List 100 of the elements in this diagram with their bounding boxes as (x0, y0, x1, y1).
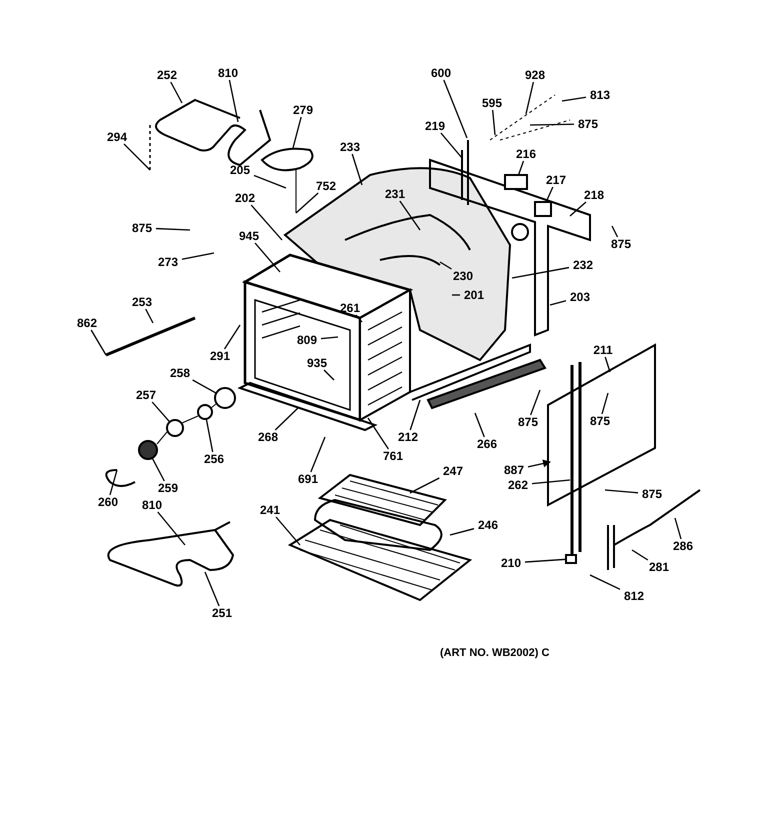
callout-number: 281 (648, 561, 670, 573)
callout-number: 813 (590, 89, 610, 101)
leader-line (124, 144, 150, 170)
leader-line (310, 436, 326, 472)
leader-line (352, 154, 363, 186)
leader-line (530, 124, 574, 126)
callout-number: 211 (593, 344, 613, 356)
part-bracket (565, 554, 577, 564)
leader-line (562, 96, 586, 102)
callout-number: 232 (572, 259, 594, 271)
callout-number: 875 (518, 416, 538, 428)
callout-number: 246 (478, 519, 498, 531)
callout-number: 809 (296, 334, 318, 346)
callout-number: 875 (642, 488, 662, 500)
part-circle (138, 440, 158, 460)
leader-line (674, 518, 682, 540)
callout-number: 273 (158, 256, 178, 268)
leader-line (399, 200, 421, 230)
leader-line (611, 226, 618, 238)
leader-line (292, 116, 302, 148)
leader-line (492, 110, 496, 136)
leader-line (532, 479, 570, 484)
leader-line (192, 379, 217, 394)
leader-line (296, 192, 319, 214)
leader-line (410, 477, 440, 494)
callout-number: 257 (136, 389, 156, 401)
callout-number: 928 (524, 69, 546, 81)
callout-number: 233 (340, 141, 360, 153)
callout-number: 294 (106, 131, 128, 143)
leader-line (228, 80, 239, 122)
callout-number: 251 (212, 607, 232, 619)
callout-number: 875 (590, 415, 610, 427)
callout-number: 268 (258, 431, 278, 443)
callout-number: 875 (610, 238, 632, 250)
callout-number: 205 (230, 164, 250, 176)
callout-number: 812 (624, 590, 644, 602)
leader-line (324, 370, 334, 380)
leader-line (601, 392, 609, 414)
callout-number: 286 (672, 540, 694, 552)
callout-number: 231 (384, 188, 406, 200)
callout-number: 252 (156, 69, 178, 81)
callout-number: 230 (452, 270, 474, 282)
callout-number: 810 (142, 499, 162, 511)
leader-line (443, 80, 468, 138)
leader-line (525, 82, 534, 114)
leader-line (528, 460, 551, 468)
leader-line (604, 356, 611, 372)
leader-line (145, 308, 154, 324)
leader-line (450, 528, 474, 536)
leader-line (157, 512, 186, 546)
leader-line (276, 516, 300, 546)
leader-line (170, 82, 183, 104)
leader-line (274, 408, 298, 430)
leader-line (254, 174, 286, 189)
part-bracket (504, 174, 528, 190)
part-bracket (534, 201, 552, 217)
callout-number: 256 (204, 453, 224, 465)
callout-number: 875 (578, 118, 598, 130)
callout-number: 203 (570, 291, 590, 303)
callout-number: 935 (306, 357, 328, 369)
callout-number: 201 (464, 289, 484, 301)
leader-line (550, 300, 566, 306)
leader-line (524, 558, 566, 563)
callout-number: 279 (292, 104, 314, 116)
callout-number: 752 (316, 180, 336, 192)
callout-number: 595 (482, 97, 502, 109)
leader-line (604, 489, 638, 494)
callout-number: 945 (238, 230, 260, 242)
callout-number: 212 (398, 431, 418, 443)
part-circle (197, 404, 213, 420)
leader-line (440, 261, 452, 270)
callout-number: 253 (132, 296, 152, 308)
callout-number: 261 (340, 302, 360, 314)
leader-line (410, 400, 421, 430)
callout-number: 259 (158, 482, 178, 494)
leader-line (474, 412, 485, 438)
leader-line (109, 470, 118, 496)
leader-line (182, 252, 214, 260)
leader-line (156, 228, 190, 231)
leader-line (206, 418, 214, 452)
leader-line (452, 294, 460, 296)
leader-line (440, 132, 462, 158)
leader-line (204, 572, 220, 606)
leader-line (224, 324, 241, 350)
leader-line (590, 574, 620, 590)
part-circle (214, 387, 236, 409)
callout-number: 266 (476, 438, 498, 450)
leader-line (254, 242, 280, 272)
leader-line (356, 314, 362, 322)
callout-number: 875 (132, 222, 152, 234)
part-circle (166, 419, 184, 437)
callout-number: 260 (98, 496, 118, 508)
leader-line (530, 390, 541, 416)
callout-number: 210 (500, 557, 522, 569)
callout-number: 600 (430, 67, 452, 79)
callout-number: 216 (516, 148, 536, 160)
callout-number: 219 (424, 120, 446, 132)
callout-number: 241 (260, 504, 280, 516)
callout-number: 247 (442, 465, 464, 477)
callout-number: 262 (508, 479, 528, 491)
